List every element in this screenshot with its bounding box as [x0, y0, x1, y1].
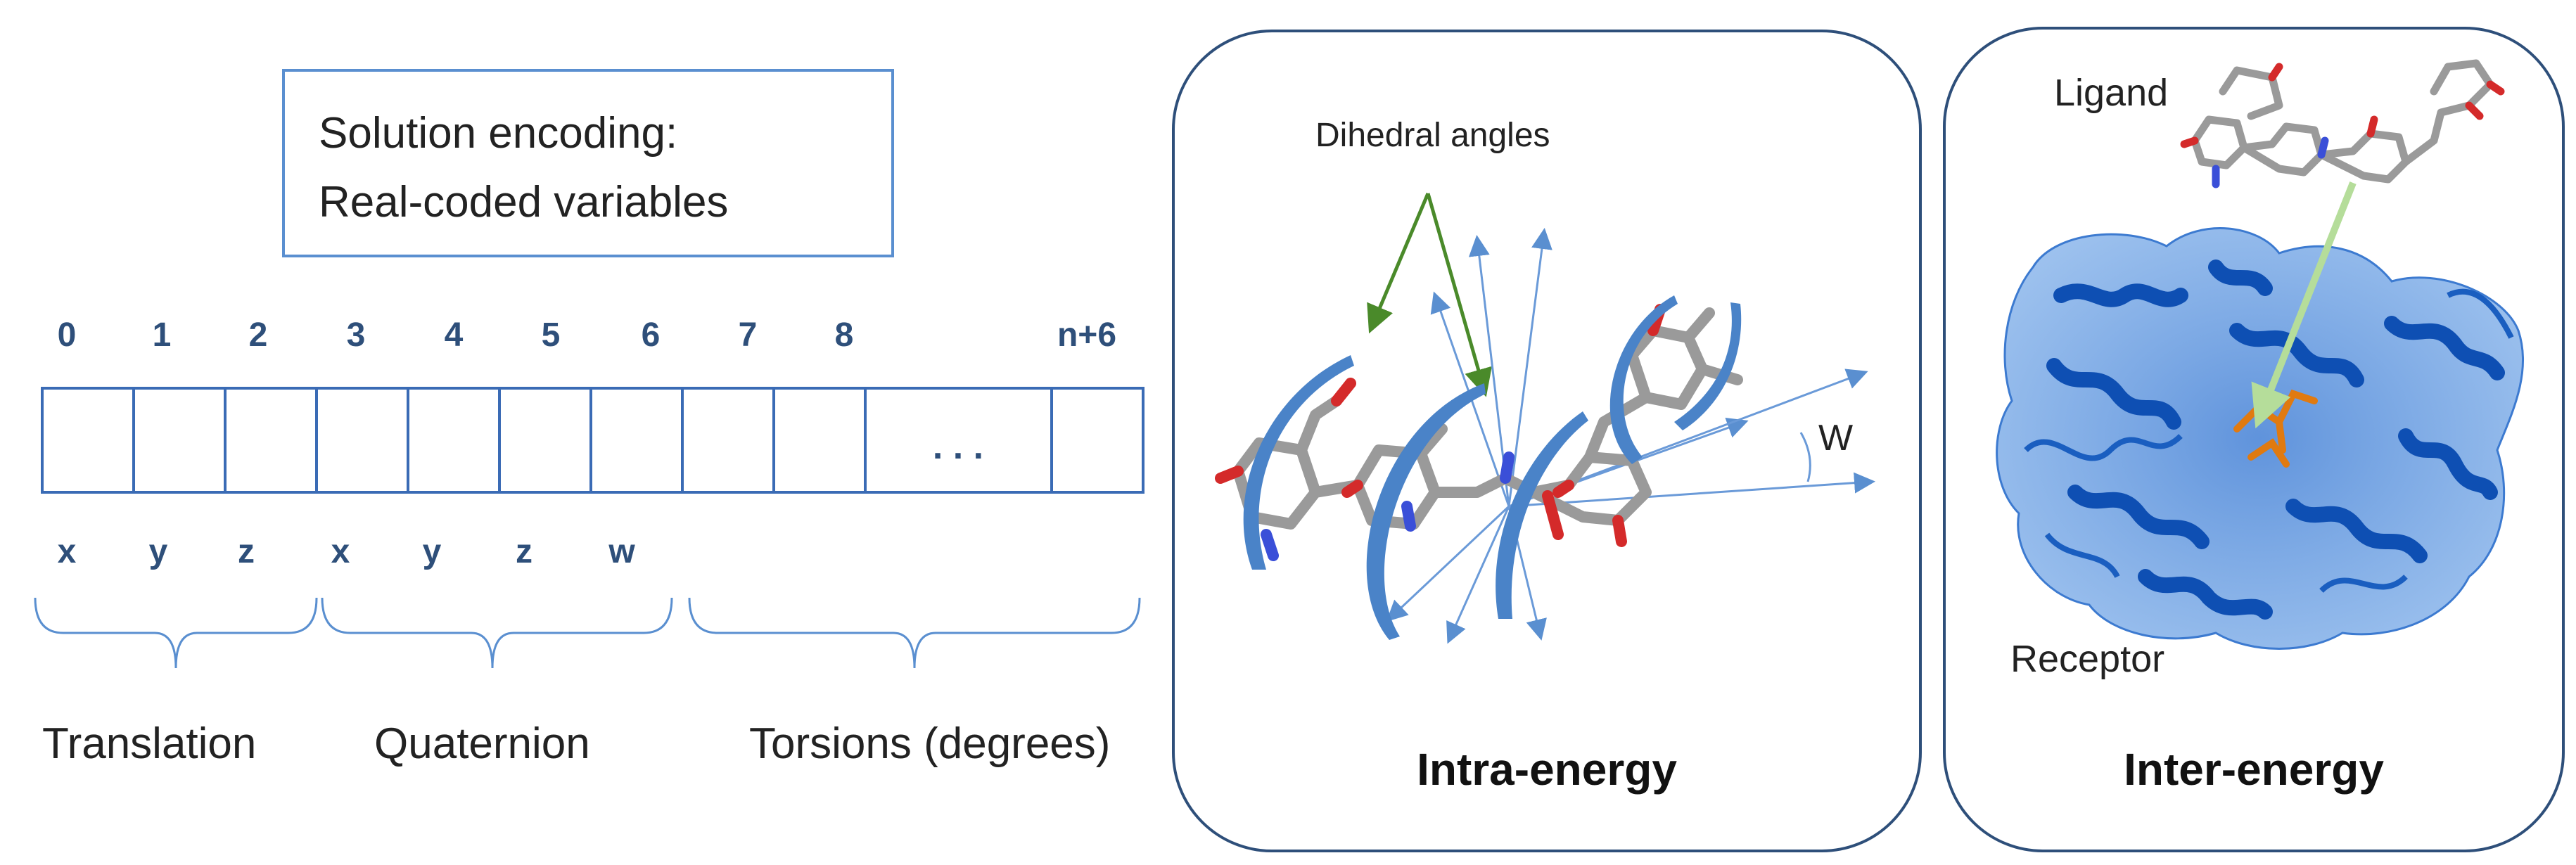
encoding-box: Solution encoding: Real-coded variables: [282, 69, 894, 257]
index-label: 3: [347, 316, 366, 354]
index-label: 2: [249, 316, 268, 354]
variable-label: w: [608, 533, 635, 570]
index-label: n+6: [1057, 316, 1116, 354]
array-cell: [772, 387, 867, 494]
array-cell: [41, 387, 135, 494]
translation-label: Translation: [42, 719, 256, 768]
intra-energy-panel: Dihedral angles W: [1172, 30, 1922, 852]
index-label: 6: [642, 316, 661, 354]
group-labels: Translation Quaternion Torsions (degrees…: [42, 719, 1110, 768]
variable-label: y: [149, 533, 168, 570]
receptor-loops: [2024, 288, 2514, 593]
inter-energy-panel: Ligand: [1943, 27, 2565, 852]
ligand-molecule: [1215, 304, 1743, 561]
small-ligand: [2180, 59, 2505, 188]
index-label: 8: [835, 316, 854, 354]
ellipsis: . . .: [933, 426, 983, 467]
group-braces: [34, 597, 1141, 669]
index-label: 1: [153, 316, 172, 354]
inter-energy-title: Inter-energy: [2124, 744, 2384, 795]
array-cell: [498, 387, 592, 494]
index-label: 7: [739, 316, 758, 354]
index-labels: 0 1 2 3 4 5 6 7 8 n+6: [58, 316, 1116, 354]
array-cell: [407, 387, 501, 494]
array-cell-ellipsis: [864, 387, 1053, 494]
intra-energy-title: Intra-energy: [1417, 744, 1677, 795]
array-cell: [681, 387, 775, 494]
ligand-pointer-arrow: [2251, 181, 2357, 429]
array-cell: [315, 387, 409, 494]
index-label: 0: [58, 316, 77, 354]
dihedral-pointer-arrows: [1367, 193, 1492, 397]
quaternion-brace: [321, 597, 673, 669]
dihedral-angles-label: Dihedral angles: [1315, 117, 1550, 154]
variable-label: x: [331, 533, 350, 570]
array-cell: [1050, 387, 1144, 494]
encoding-line-2: Real-coded variables: [319, 178, 728, 226]
ligand-label: Ligand: [2054, 72, 2168, 114]
torsions-label: Torsions (degrees): [749, 719, 1110, 768]
receptor-helices: [2046, 260, 2505, 620]
receptor-label: Receptor: [2010, 638, 2164, 680]
torsions-brace: [688, 597, 1141, 669]
w-label: W: [1818, 418, 1853, 459]
variable-array: [41, 387, 1144, 494]
variable-label: z: [516, 533, 533, 570]
index-label: 4: [445, 316, 464, 354]
rotation-arcs: [1243, 295, 1742, 640]
variable-label: x: [58, 533, 77, 570]
w-angle-arc: [1799, 432, 1811, 482]
array-cell: [132, 387, 227, 494]
array-cell: [224, 387, 318, 494]
variable-label: y: [423, 533, 442, 570]
translation-brace: [34, 597, 318, 669]
index-label: 5: [542, 316, 561, 354]
variable-label: z: [238, 533, 255, 570]
encoding-line-1: Solution encoding:: [319, 109, 677, 158]
array-cell: [589, 387, 684, 494]
variable-labels: x y z x y z w: [58, 533, 636, 570]
quaternion-label: Quaternion: [374, 719, 590, 768]
